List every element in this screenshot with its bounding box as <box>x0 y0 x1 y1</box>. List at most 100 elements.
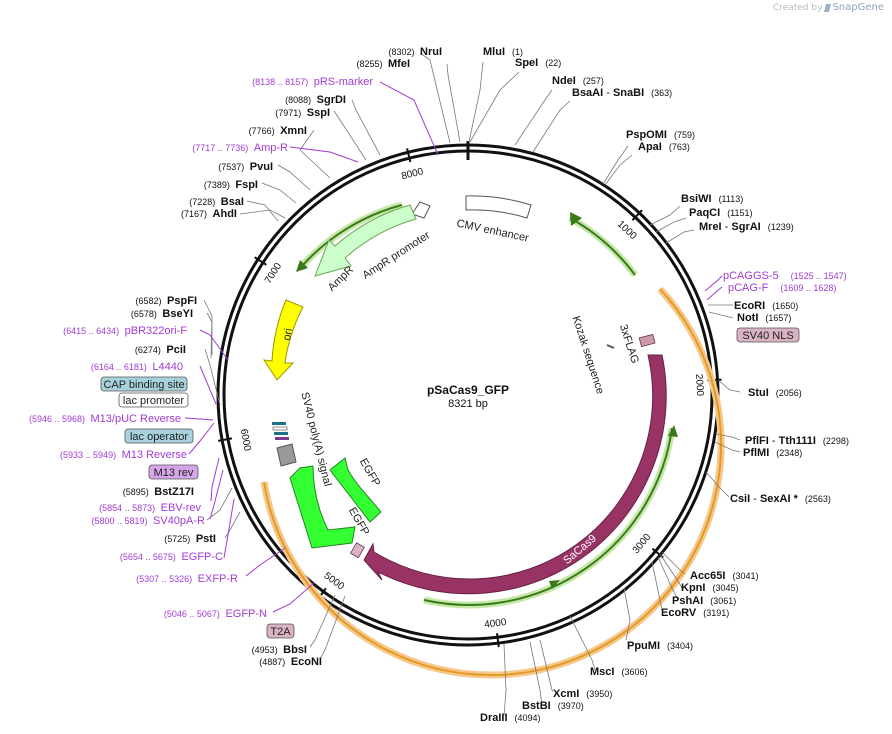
green-arc-bottom <box>423 427 673 606</box>
primer-site: pCAGGS-5(1525 .. 1547) <box>723 270 847 282</box>
feature-label-3xflag: 3xFLAG <box>617 323 641 365</box>
enzyme-site: XcmI(3950) <box>553 688 612 700</box>
orange-arc <box>263 288 722 676</box>
enzyme-site: (7167) AhdI <box>181 208 237 220</box>
tick-mark-6000 <box>218 437 233 442</box>
enzyme-site: PflFI - Tth111I(2298) <box>745 435 849 447</box>
enzyme-site: Acc65I(3041) <box>690 570 759 582</box>
enzyme-site: (6578) BseYI <box>131 308 193 320</box>
tick-mark-8000 <box>406 148 412 163</box>
tick-mark-1000 <box>631 209 643 221</box>
primer-leader-lines <box>184 81 723 613</box>
enzyme-site: MreI - SgrAI(1239) <box>699 221 794 233</box>
green-arc-bottom-head-2 <box>668 425 678 437</box>
enzyme-site: BstBI(3970) <box>522 700 584 712</box>
feature-lac-promoter-mark <box>272 426 288 431</box>
primer-site: (5854 .. 5873) EBV-rev <box>99 502 201 514</box>
enzyme-site: SpeI(22) <box>515 57 561 69</box>
enzyme-site: (7766) XmnI <box>249 125 307 137</box>
primer-site: (5654 .. 5675) EGFP-C <box>120 551 223 563</box>
enzyme-site: NotI(1657) <box>737 312 791 324</box>
feature-label-egfp-2: EGFP <box>357 457 382 489</box>
primer-site: (5307 .. 5326) EXFP-R <box>136 573 238 585</box>
boxed-label: lac promoter <box>123 395 184 407</box>
enzyme-site: EcoRV(3191) <box>661 607 729 619</box>
tick-mark-7000 <box>254 256 267 266</box>
enzyme-site: (8302) NruI <box>388 46 442 58</box>
green-arc-bottom-head <box>549 580 560 589</box>
feature-label-ori: ori <box>281 327 295 341</box>
enzyme-site: ApaI(763) <box>638 141 690 153</box>
plasmid-name: pSaCas9_GFP <box>427 383 509 397</box>
primer-site: (6164 .. 6181) L4440 <box>91 361 183 373</box>
enzyme-site: PshAI(3061) <box>672 595 736 607</box>
leader-lines <box>203 52 741 717</box>
enzyme-site: (4887) EcoNI <box>259 656 322 668</box>
enzyme-site: DraIII(4094) <box>480 712 541 724</box>
labels-layer: MluI(1)SpeI(22)NdeI(257)BsaAI - SnaBI(36… <box>29 46 849 724</box>
feature-ampr <box>314 204 417 277</box>
amp-green-arc-head <box>296 260 308 272</box>
enzyme-site: CsiI - SexAI *(2563) <box>730 493 831 505</box>
tick-label-2000: 2000 <box>693 374 705 397</box>
boxed-label-bg <box>124 428 194 444</box>
enzyme-site: (6274) PciI <box>135 344 186 356</box>
feature-cmv-enhancer <box>465 195 532 219</box>
tick-label-3000: 3000 <box>631 532 654 556</box>
feature-lac-operator-mark <box>274 432 288 435</box>
primer-site: (5946 .. 5968) M13/pUC Reverse <box>29 413 181 425</box>
boxed-label-bg <box>148 464 199 480</box>
feature-m13rev-mark <box>275 437 289 440</box>
feature-label-kozak: Kozak sequence <box>570 315 607 396</box>
watermark: Created by SnapGene <box>773 2 884 13</box>
feature-sv40-polya <box>276 443 297 467</box>
enzyme-site: (4953) BbsI <box>252 644 307 656</box>
enzyme-site: MluI(1) <box>483 46 523 58</box>
enzyme-site: BsiWI(1113) <box>681 193 743 205</box>
enzyme-site: (7389) FspI <box>204 179 258 191</box>
boxed-label-bg <box>736 327 800 343</box>
primer-site: (5046 .. 5067) EGFP-N <box>164 608 267 620</box>
primer-site: (5800 .. 5819) SV40pA-R <box>91 515 205 527</box>
tick-label-4000: 4000 <box>484 617 508 631</box>
feature-sacas9 <box>363 354 667 595</box>
enzyme-site: (5725) PstI <box>164 533 216 545</box>
enzyme-site: (8255) MfeI <box>356 58 410 70</box>
primer-site: (5933 .. 5949) M13 Reverse <box>60 449 187 461</box>
expression-arcs <box>260 201 725 679</box>
feature-ori <box>262 299 304 381</box>
boxed-label-bg <box>118 392 189 408</box>
boxed-label: SV40 NLS <box>742 330 793 342</box>
boxed-label-bg <box>100 376 188 392</box>
boxed-label: CAP binding site <box>103 379 184 391</box>
boxed-label: lac operator <box>130 431 188 443</box>
tick-label-1000: 1000 <box>615 219 639 243</box>
plasmid-length: 8321 bp <box>448 398 488 410</box>
tick-label-8000: 8000 <box>400 166 425 182</box>
enzyme-site: KpnI(3045) <box>681 582 738 594</box>
enzyme-site: (7537) PvuI <box>218 161 273 173</box>
enzyme-site: NdeI(257) <box>552 75 604 87</box>
tick-label-6000: 6000 <box>238 428 253 452</box>
boxed-label: M13 rev <box>154 467 194 479</box>
enzyme-site: (7228) BsaI <box>189 196 244 208</box>
enzyme-site: (7971) SspI <box>275 107 330 119</box>
feature-label-cmv-enhancer: CMV enhancer <box>455 218 530 245</box>
enzyme-site: PaqCI(1151) <box>689 207 753 219</box>
enzyme-site: (6582) PspFI <box>136 295 197 307</box>
green-arc-top-head <box>570 212 582 226</box>
amp-green-arc <box>301 204 403 267</box>
enzyme-site: PspOMI(759) <box>626 129 695 141</box>
watermark-prefix: Created by <box>772 3 823 13</box>
watermark-brand: SnapGene <box>832 2 884 13</box>
enzyme-site: (5895) BstZ17I <box>123 486 194 498</box>
feature-egfp-2 <box>329 457 382 523</box>
enzyme-site: PflMI(2348) <box>743 447 802 459</box>
feature-cap-site-mark <box>272 422 286 425</box>
tick-mark-4000 <box>496 633 500 648</box>
enzyme-site: (8088) SgrDI <box>285 94 346 106</box>
primer-site: (7717 .. 7736) Amp-R <box>192 142 288 154</box>
primer-site: (8138 .. 8157) pRS-marker <box>252 76 373 88</box>
enzyme-site: EcoRI(1650) <box>734 300 798 312</box>
